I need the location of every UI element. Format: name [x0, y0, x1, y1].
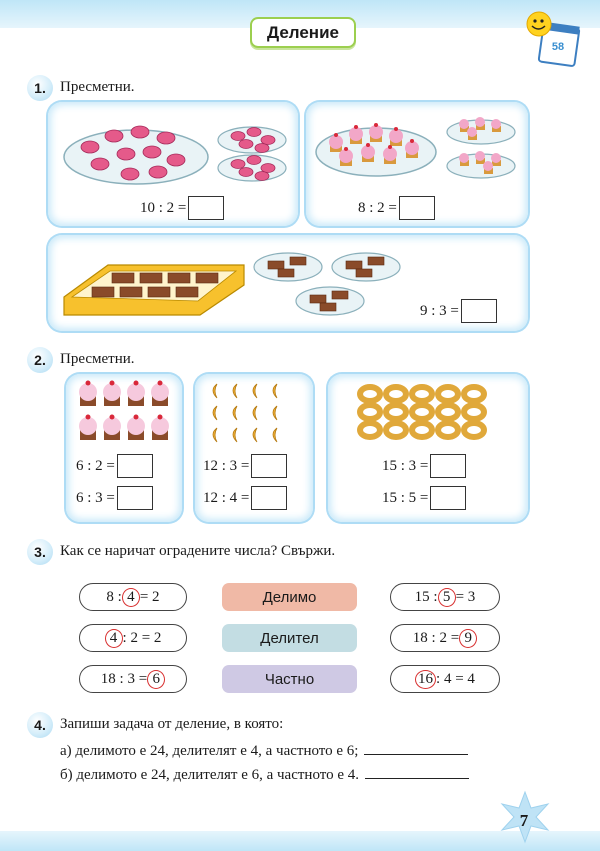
muffins-illustration: [79, 380, 169, 440]
smiley-calendar-icon: [526, 11, 581, 67]
bottom-decorative-band: [0, 831, 600, 851]
expression-pill-right[interactable]: 18 : 2 = 9: [390, 624, 500, 652]
task-instruction: Пресметни.: [60, 79, 135, 95]
task-instruction: Как се наричат оградените числа? Свържи.: [60, 543, 336, 559]
answer-box[interactable]: [398, 196, 435, 220]
circled-number: 16: [415, 669, 437, 689]
circled-number: 4: [121, 587, 140, 607]
equation-text: 6 : 2 =: [76, 457, 115, 474]
equation-row: 6 : 2 =: [76, 454, 153, 478]
task-number: 4.: [27, 712, 53, 738]
equation-row: 12 : 3 =: [203, 454, 288, 478]
role-divisor[interactable]: Делител: [222, 624, 357, 652]
task-instruction: Запиши задача от деление, в която:: [60, 716, 284, 732]
expr-post: : 4 = 4: [436, 670, 475, 687]
equation-text: 10 : 2 =: [140, 199, 187, 216]
task4-line-a: а) делимото е 24, делителят е 4, а частн…: [60, 741, 469, 760]
expr-post: : 2 = 2: [122, 629, 162, 646]
bagels-panel: 15 : 3 = 15 : 5 =: [328, 374, 528, 522]
answer-box[interactable]: [188, 196, 225, 220]
expression-pill-right[interactable]: 16 : 4 = 4: [390, 665, 500, 693]
equation-row: 9 : 3 =: [420, 299, 497, 323]
task-number: 2.: [27, 347, 53, 373]
croissants-panel: 12 : 3 = 12 : 4 =: [195, 374, 313, 522]
answer-box[interactable]: [251, 486, 288, 510]
task-instruction: Пресметни.: [60, 351, 135, 367]
answer-blank[interactable]: [364, 741, 469, 755]
task-number: 1.: [27, 75, 53, 101]
croissants-illustration: [212, 383, 278, 443]
answer-box[interactable]: [430, 454, 467, 478]
task-number: 3.: [27, 539, 53, 565]
answer-blank[interactable]: [365, 765, 470, 779]
candies-panel: 10 : 2 =: [48, 102, 298, 226]
task4-line-b: б) делимото е 24, делителят е 6, а частн…: [60, 765, 470, 784]
cupcakes-panel: 8 : 2 =: [306, 102, 528, 226]
answer-box[interactable]: [116, 486, 153, 510]
circled-number: 4: [104, 628, 123, 648]
expression-pill-left[interactable]: 4 : 2 = 2: [79, 624, 187, 652]
role-quotient[interactable]: Частно: [222, 665, 357, 693]
equation-text: 15 : 5 =: [382, 489, 429, 506]
muffins-panel: 6 : 2 = 6 : 3 =: [66, 374, 182, 522]
equation-text: 8 : 2 =: [358, 199, 397, 216]
answer-box[interactable]: [251, 454, 288, 478]
expr-post: = 2: [139, 588, 160, 605]
page-number: 7: [519, 811, 529, 830]
expr-post: = 3: [455, 588, 476, 605]
equation-row: 15 : 3 =: [382, 454, 467, 478]
equation-row: 6 : 3 =: [76, 486, 153, 510]
equation-row: 8 : 2 =: [358, 196, 435, 220]
candy-plates-illustration: [63, 125, 287, 185]
calendar-day-number: 58: [551, 41, 565, 53]
expr-pre: 18 : 3 =: [100, 670, 148, 687]
expression-pill-left[interactable]: 8 : 4 = 2: [79, 583, 187, 611]
task4-line-text: б) делимото е 24, делителят е 6, а частн…: [60, 767, 360, 783]
cake-box-illustration: [63, 252, 401, 316]
expr-pre: 8 :: [106, 588, 122, 605]
expr-pre: 18 : 2 =: [412, 629, 460, 646]
equation-row: 10 : 2 =: [140, 196, 225, 220]
expr-pre: 15 :: [414, 588, 438, 605]
task4-line-text: а) делимото е 24, делителят е 4, а частн…: [60, 743, 359, 759]
equation-text: 6 : 3 =: [76, 489, 115, 506]
equation-row: 15 : 5 =: [382, 486, 467, 510]
equation-text: 12 : 3 =: [203, 457, 250, 474]
cakes-panel: 9 : 3 =: [48, 235, 528, 331]
equation-text: 12 : 4 =: [203, 489, 250, 506]
answer-box[interactable]: [116, 454, 153, 478]
circled-number: 9: [459, 628, 478, 648]
star-icon: [500, 790, 550, 844]
answer-box[interactable]: [430, 486, 467, 510]
cupcake-plates-illustration: [315, 117, 516, 179]
expression-pill-left[interactable]: 18 : 3 = 6: [79, 665, 187, 693]
role-dividend[interactable]: Делимо: [222, 583, 357, 611]
bagels-illustration: [357, 384, 487, 440]
circled-number: 6: [147, 669, 166, 689]
expression-pill-right[interactable]: 15 : 5 = 3: [390, 583, 500, 611]
equation-text: 15 : 3 =: [382, 457, 429, 474]
page-title: Деление: [250, 17, 356, 48]
answer-box[interactable]: [460, 299, 497, 323]
circled-number: 5: [437, 587, 456, 607]
equation-row: 12 : 4 =: [203, 486, 288, 510]
equation-text: 9 : 3 =: [420, 302, 459, 319]
